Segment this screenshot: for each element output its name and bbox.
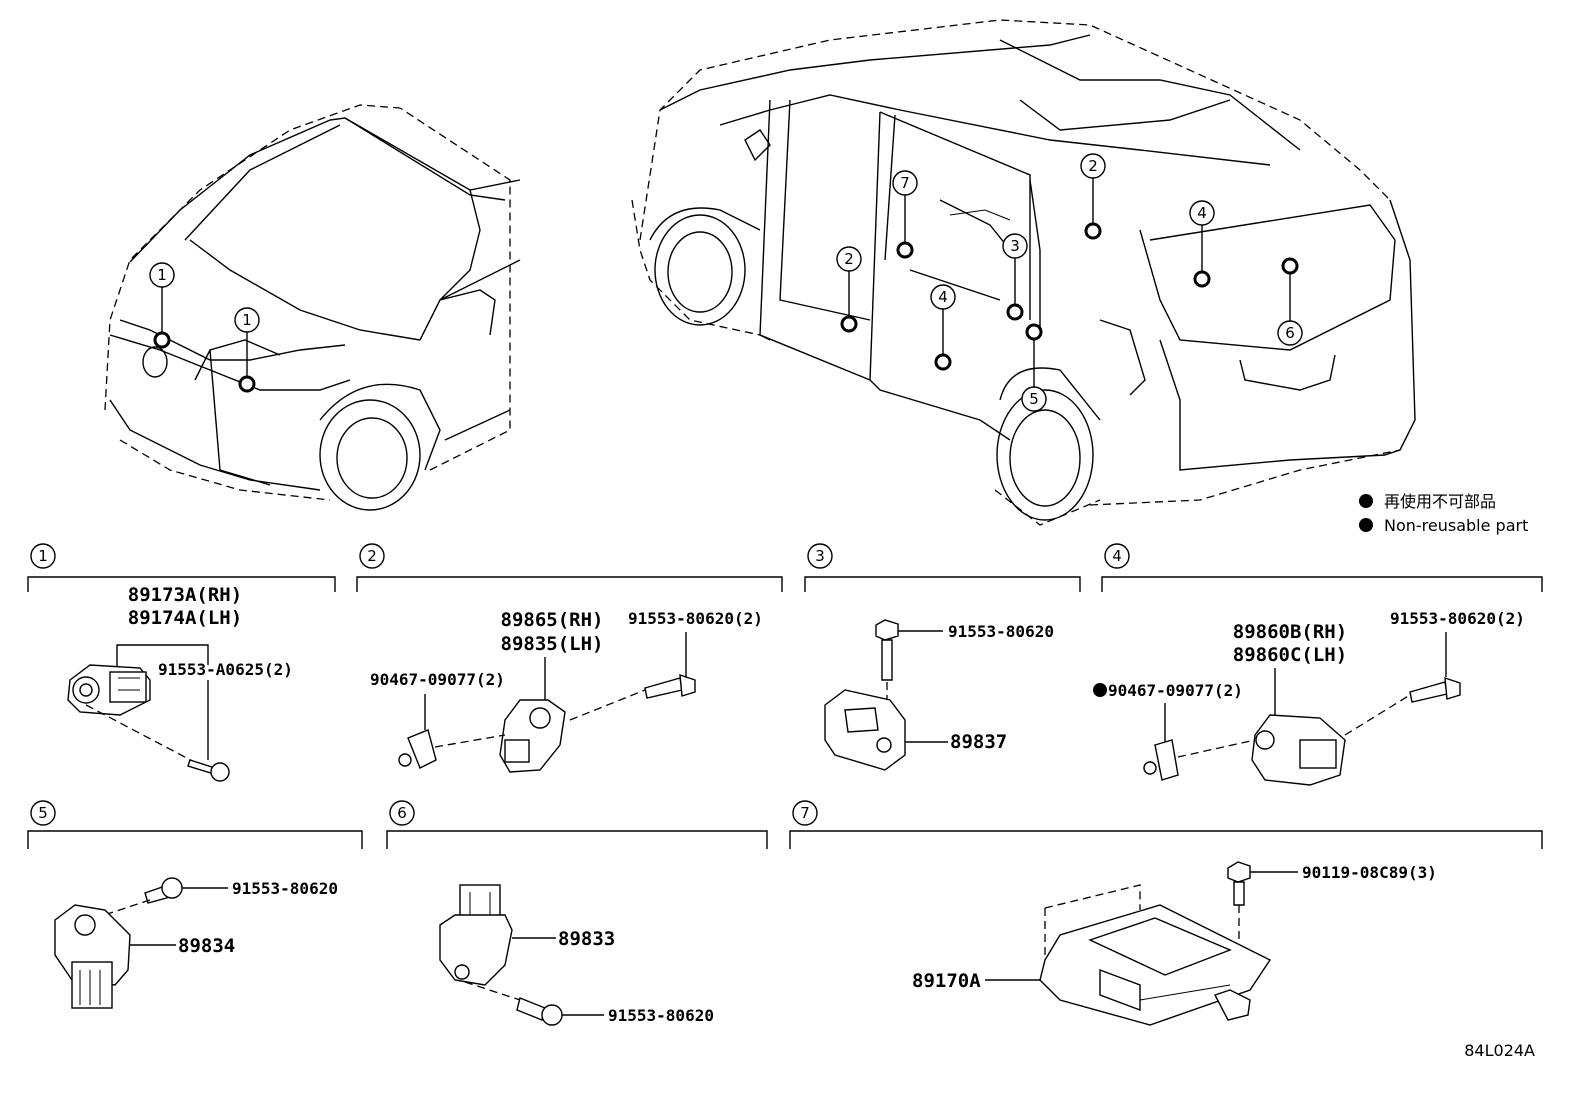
- bolt: [144, 877, 183, 904]
- part-number: 89834: [178, 935, 235, 957]
- bolt: [1409, 676, 1461, 703]
- clip: [1143, 739, 1179, 781]
- rear-wheel-sensor: [54, 904, 131, 1009]
- part-number: 91553-80620: [948, 622, 1054, 641]
- part-number: 90467-09077(2): [370, 670, 505, 689]
- part-number: 91553-80620: [608, 1006, 714, 1025]
- side-impact-sensor: [499, 699, 566, 773]
- front-impact-sensor: [67, 664, 151, 716]
- callout-label: 7: [900, 174, 910, 192]
- section-number: 7: [800, 804, 810, 822]
- clip: [398, 729, 437, 769]
- part-number: 89837: [950, 731, 1007, 753]
- callout-label: 2: [1088, 157, 1098, 175]
- section-number: 6: [397, 804, 407, 822]
- callout-front-left: 1: [149, 262, 175, 349]
- section-4: 4 89860B(RH) 89860C(LH) 91553-80620(2) 9…: [1093, 543, 1543, 786]
- section-number: 1: [38, 547, 48, 565]
- callout-label: 2: [844, 250, 854, 268]
- part-number: 89173A(RH): [128, 584, 242, 606]
- legend-text-en: Non-reusable part: [1384, 516, 1528, 535]
- legend-text-jp: 再使用不可部品: [1384, 492, 1496, 511]
- part-number: 91553-80620(2): [1390, 609, 1525, 628]
- section-2: 2 89865(RH) 89835(LH) 91553-80620(2) 904…: [356, 543, 783, 773]
- diagram-code: 84L024A: [1464, 1041, 1535, 1060]
- section-5: 5 91553-80620 89834: [27, 800, 363, 1009]
- callout-rear-left: 4: [930, 284, 956, 371]
- legend: 再使用不可部品 Non-reusable part: [1359, 492, 1528, 535]
- callout-label: 1: [242, 311, 252, 329]
- part-number: 91553-80620: [232, 879, 338, 898]
- part-number: 91553-80620(2): [628, 609, 763, 628]
- part-number: 89833: [558, 928, 615, 950]
- bolt: [187, 759, 230, 782]
- section-1: 1 89173A(RH) 89174A(LH) 91553-A0625(2): [27, 543, 336, 782]
- callout-quarter-right: 4: [1189, 200, 1215, 288]
- legend-dot-icon: [1359, 494, 1373, 508]
- bolt: [1227, 861, 1251, 906]
- part-number: 89174A(LH): [128, 607, 242, 629]
- section-7: 7 90119-08C89(3) 89170A: [789, 800, 1543, 1026]
- non-reusable-dot-icon: [1093, 683, 1107, 697]
- callout-label: 1: [157, 266, 167, 284]
- callout-label: 4: [1197, 204, 1207, 222]
- part-number: 89860B(RH): [1233, 621, 1347, 643]
- rear-vehicle-illustration: [631, 19, 1416, 526]
- part-number: 89170A: [912, 970, 981, 992]
- callout-roof: 2: [1080, 153, 1106, 240]
- part-number: 89835(LH): [501, 633, 604, 655]
- callout-rear: 6: [1277, 257, 1303, 346]
- callout-pillar: 7: [892, 170, 918, 259]
- callout-rear-wheel: 5: [1021, 323, 1047, 412]
- part-number: 91553-A0625(2): [158, 660, 293, 679]
- section-3: 3 91553-80620 89837: [804, 543, 1081, 771]
- part-number: 90119-08C89(3): [1302, 863, 1437, 882]
- section-number: 3: [815, 547, 825, 565]
- section-number: 5: [38, 804, 48, 822]
- callout-label: 6: [1285, 324, 1295, 342]
- callout-label: 3: [1010, 237, 1020, 255]
- part-number: 89865(RH): [501, 609, 604, 631]
- callout-label: 4: [938, 288, 948, 306]
- callout-side-door: 2: [836, 246, 862, 333]
- callout-b-pillar: 3: [1002, 233, 1028, 321]
- bolt: [875, 619, 899, 681]
- callout-label: 5: [1029, 390, 1039, 408]
- section-number: 4: [1112, 547, 1122, 565]
- rear-sensor: [439, 884, 513, 986]
- rear-side-sensor: [1251, 714, 1346, 786]
- part-number: 89860C(LH): [1233, 644, 1347, 666]
- bolt: [516, 997, 563, 1026]
- part-number: 90467-09077(2): [1108, 681, 1243, 700]
- airbag-control-module: [1039, 904, 1272, 1026]
- section-6: 6 89833 91553-80620: [386, 800, 768, 1026]
- callout-front-center: 1: [234, 307, 260, 393]
- front-vehicle-illustration: [104, 104, 521, 511]
- legend-dot-icon: [1359, 518, 1373, 532]
- section-number: 2: [367, 547, 377, 565]
- b-pillar-sensor: [824, 689, 906, 771]
- bolt: [644, 673, 696, 699]
